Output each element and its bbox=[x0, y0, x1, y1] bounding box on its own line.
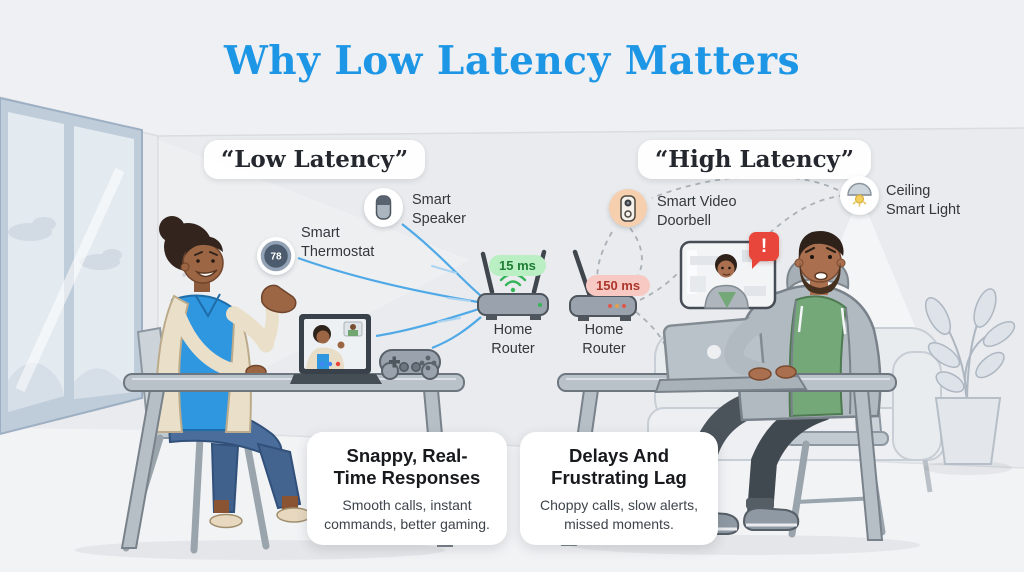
page-title: Why Low Latency Matters bbox=[223, 38, 801, 84]
high-latency-label: “High Latency” bbox=[638, 140, 872, 179]
shadow-left bbox=[75, 540, 445, 560]
high-latency-card: Delays And Frustrating Lag Choppy calls,… bbox=[520, 432, 718, 545]
laptop-logo bbox=[707, 345, 721, 359]
potted-plant bbox=[924, 288, 1016, 475]
thermostat-value: 78 bbox=[270, 252, 282, 263]
game-controller-icon bbox=[379, 349, 441, 380]
smart-thermostat-label: Smart Thermostat bbox=[301, 225, 375, 260]
call-button bbox=[327, 361, 333, 367]
router-label-low: Home Router bbox=[491, 322, 535, 357]
laptop-video-call bbox=[290, 314, 382, 384]
ceiling-light-icon bbox=[840, 176, 879, 215]
window-glare bbox=[15, 167, 125, 393]
low-latency-card-body: Smooth calls, instant commands, better g… bbox=[324, 497, 490, 532]
low-latency-card: Snappy, Real- Time Responses Smooth call… bbox=[307, 432, 507, 545]
smart-thermostat-icon: 78 bbox=[257, 237, 295, 275]
clouds bbox=[8, 217, 122, 270]
window bbox=[0, 96, 143, 436]
woman-illustration bbox=[154, 216, 312, 529]
router-high bbox=[569, 249, 637, 321]
alert-exclamation: ! bbox=[760, 235, 768, 257]
high-latency-card-title: Delays And Frustrating Lag bbox=[551, 445, 687, 489]
alert-bubble: ! bbox=[749, 232, 779, 269]
end-call-button bbox=[335, 361, 341, 367]
router-low bbox=[477, 249, 549, 320]
connection-lines-low bbox=[297, 223, 482, 350]
smart-speaker-label: Smart Speaker bbox=[412, 192, 467, 227]
low-latency-label: “Low Latency” bbox=[204, 140, 426, 179]
smart-speaker-icon bbox=[364, 188, 403, 227]
latency-badge-high: 150 ms bbox=[586, 275, 651, 296]
ceiling bbox=[0, 0, 1024, 136]
smart-doorbell-icon bbox=[609, 189, 647, 227]
router-label-high: Home Router bbox=[582, 322, 626, 357]
ceiling-light-label: Ceiling Smart Light bbox=[886, 183, 961, 218]
low-latency-card-title: Snappy, Real- Time Responses bbox=[333, 445, 481, 489]
connection-accents-low bbox=[431, 265, 471, 323]
latency-badge-low: 15 ms bbox=[489, 255, 546, 276]
wifi-icon bbox=[499, 272, 527, 293]
call-button bbox=[319, 361, 325, 367]
high-latency-card-body: Choppy calls, slow alerts, missed moment… bbox=[540, 497, 698, 532]
man-arms bbox=[724, 308, 797, 381]
smart-doorbell-label: Smart Video Doorbell bbox=[657, 194, 737, 229]
